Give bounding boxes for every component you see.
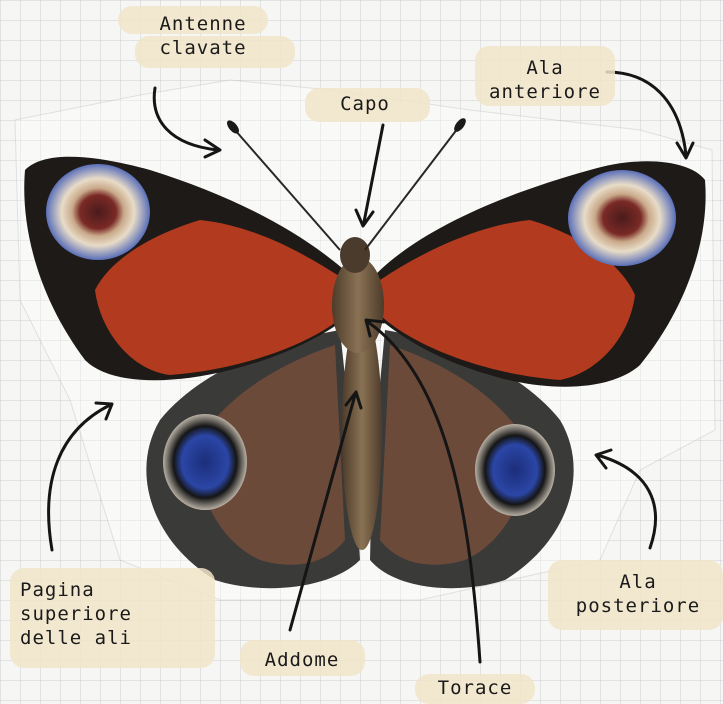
head (340, 237, 370, 273)
label-ala-anteriore: Ala anteriore (470, 56, 620, 104)
label-capo: Capo (315, 92, 415, 116)
label-addome: Addome (242, 648, 362, 672)
label-ala-posteriore: Ala posteriore (553, 570, 723, 618)
right-forewing-eyespot (568, 170, 676, 266)
label-antenne-clavate: Antenne clavate (118, 12, 288, 60)
label-pagina-superiore: Pagina superiore delle ali (20, 578, 200, 650)
left-hindwing-eyespot (163, 414, 247, 510)
right-hindwing-eyespot (475, 424, 555, 516)
label-torace: Torace (420, 676, 530, 700)
left-forewing-eyespot (46, 164, 150, 260)
